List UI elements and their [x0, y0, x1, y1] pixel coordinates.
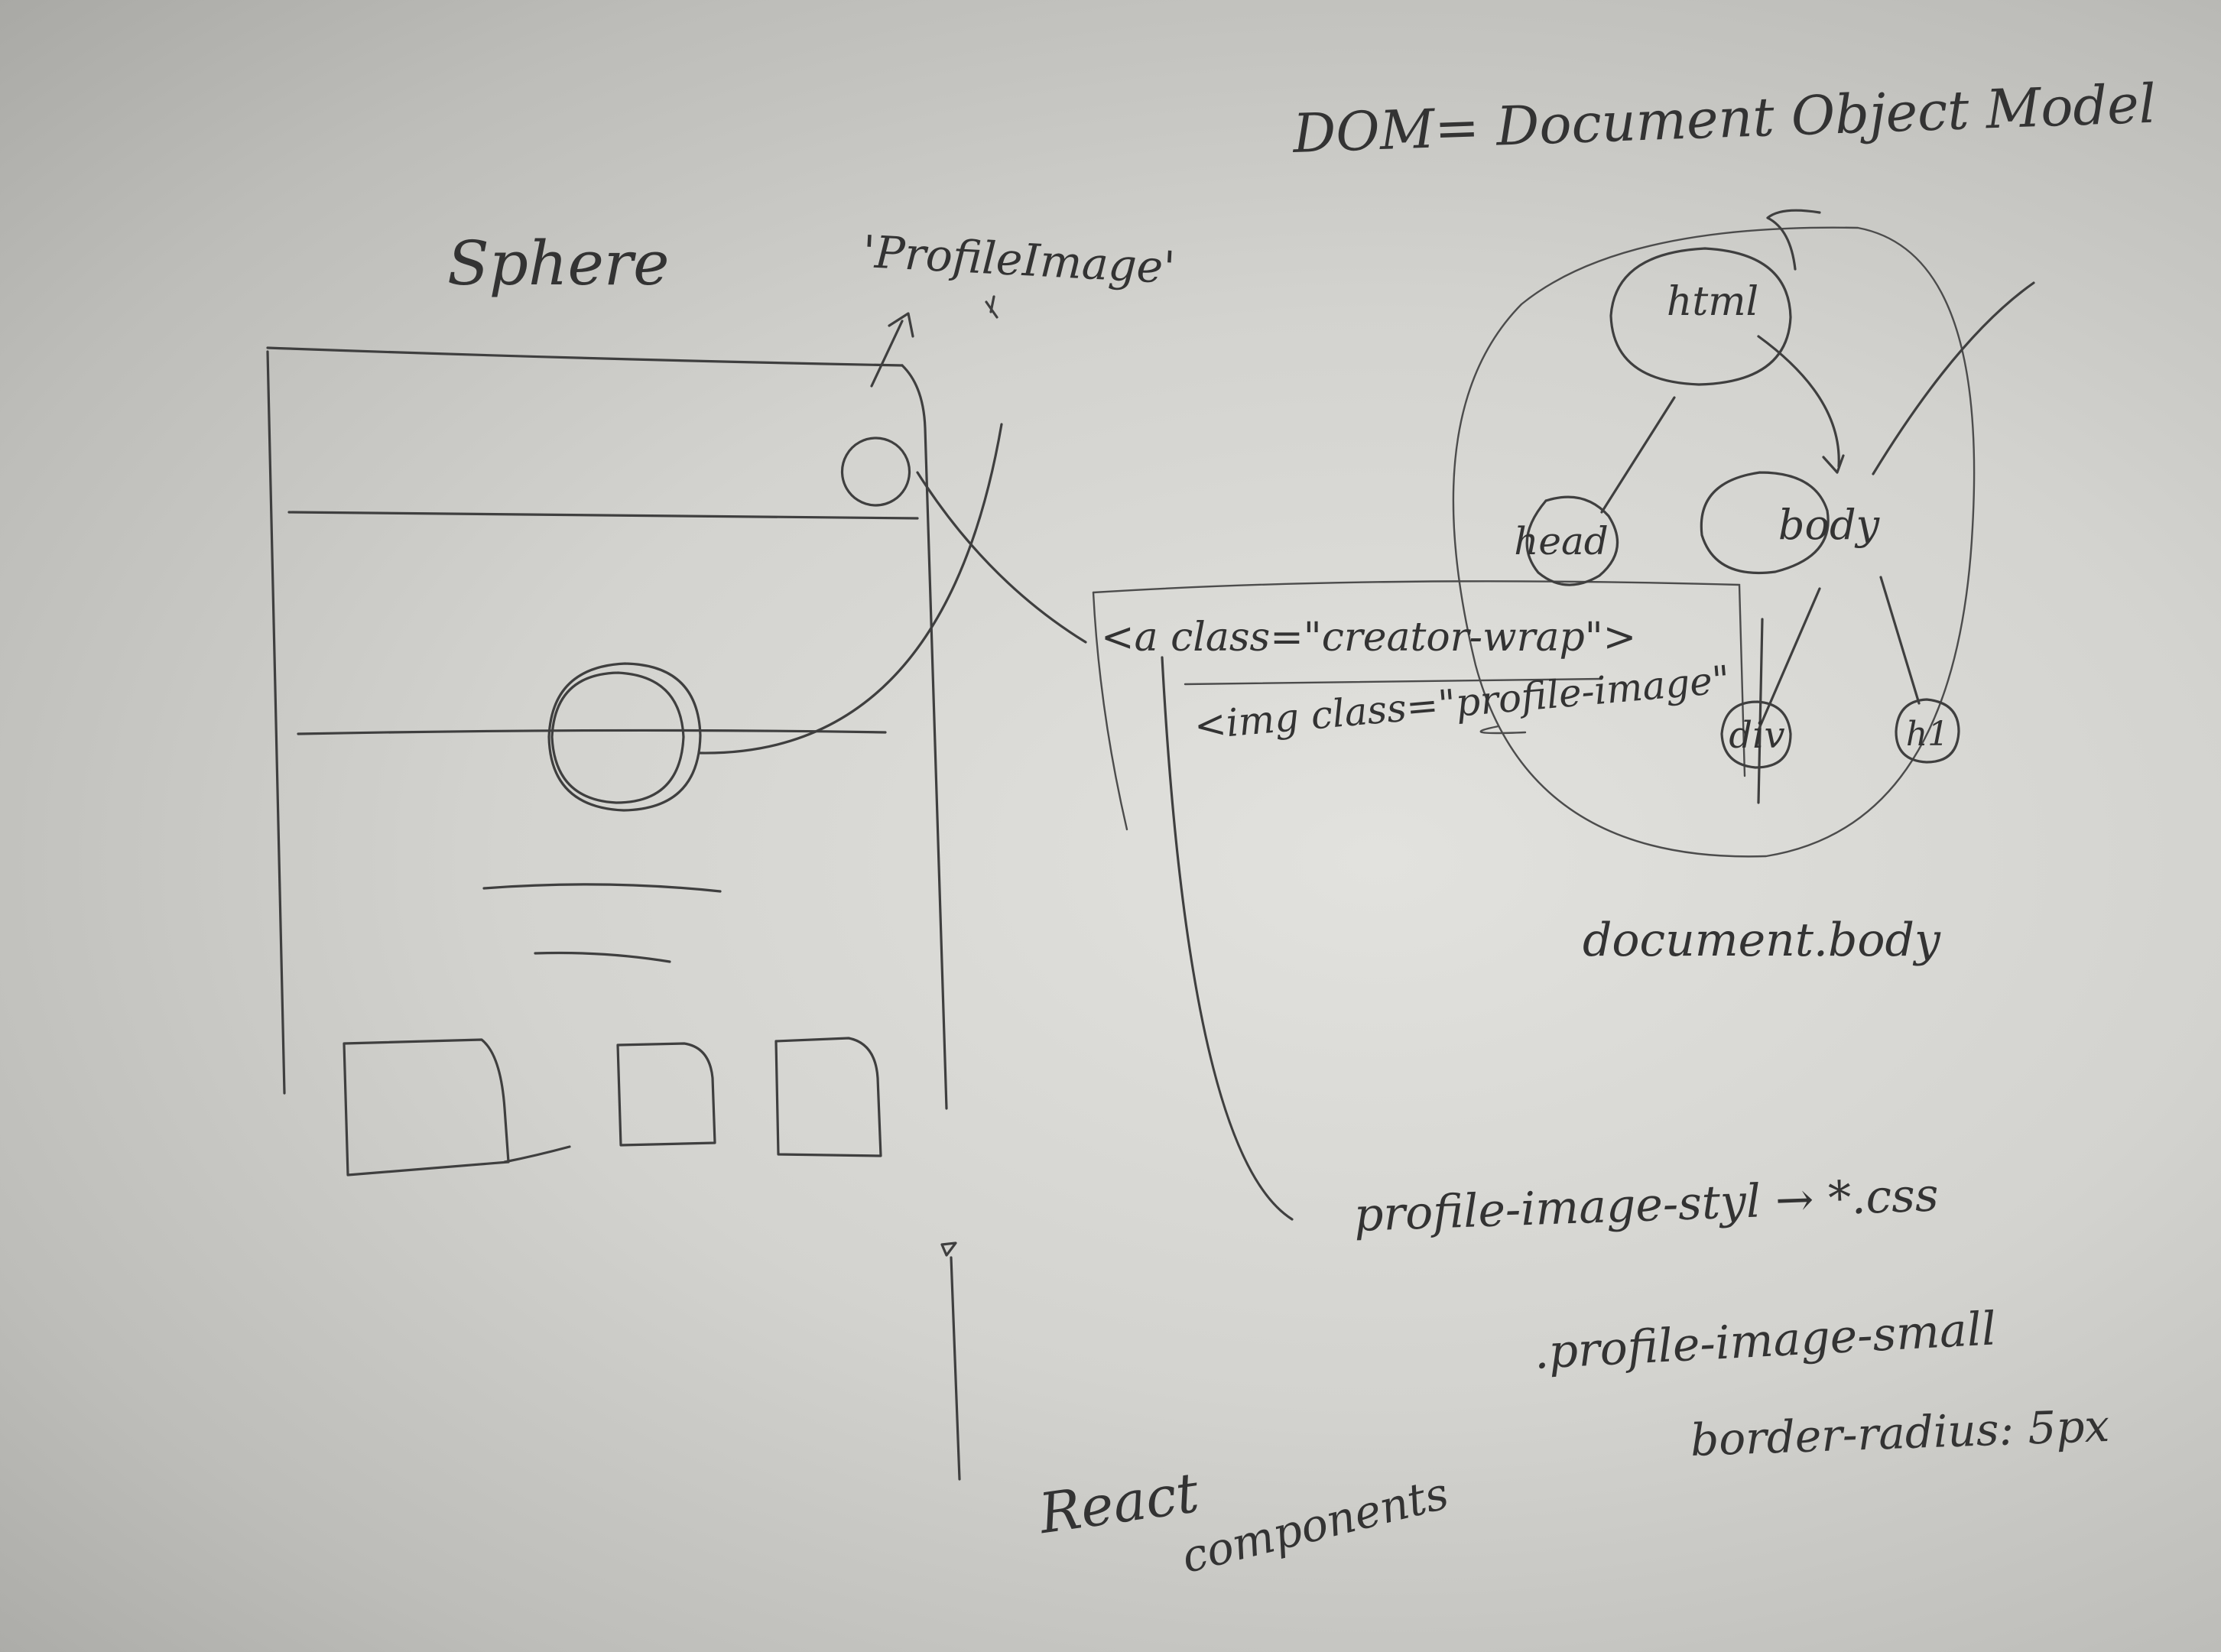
- css-rule: border-radius: 5px: [1689, 1399, 2111, 1466]
- avatar-circle: [547, 662, 702, 812]
- arrows: [698, 295, 1294, 1481]
- thumbnail: [774, 1037, 882, 1157]
- node-h1: [1895, 698, 1960, 764]
- node-div: [1720, 700, 1792, 769]
- node-html-label: html: [1667, 279, 1758, 325]
- node-head-label: head: [1514, 519, 1609, 563]
- code-line-1: <a class="creator-wrap">: [1101, 615, 1637, 660]
- tree-edge: [1879, 576, 1921, 705]
- thumbnail: [343, 1038, 571, 1177]
- footer-arrow: [940, 1241, 961, 1481]
- thumbnail: [616, 1042, 716, 1147]
- text-line: [482, 883, 722, 893]
- tree-edge: [1757, 587, 1821, 732]
- node-body-label: body: [1778, 501, 1881, 549]
- node-h1-label: h1: [1906, 715, 1949, 754]
- callout-arrow: [698, 423, 1003, 755]
- node-html: [1609, 247, 1792, 386]
- node-head: [1525, 495, 1619, 586]
- node-div-label: div: [1729, 714, 1784, 757]
- tree-caption: document.body: [1583, 914, 1940, 967]
- tree-edge: [1600, 396, 1676, 514]
- dom-tree: html head body div h1: [1452, 209, 2035, 858]
- text-line: [534, 951, 671, 963]
- app-name: Sphere: [447, 228, 670, 299]
- tree-edge: [1757, 335, 1840, 468]
- tree-outline: [1452, 226, 1976, 858]
- code-box: [1092, 580, 1746, 831]
- wireframe-phone: [266, 346, 948, 1177]
- connector-to-code: [916, 471, 1087, 644]
- node-body: [1700, 471, 1830, 575]
- profile-image-circle-small: [840, 437, 911, 507]
